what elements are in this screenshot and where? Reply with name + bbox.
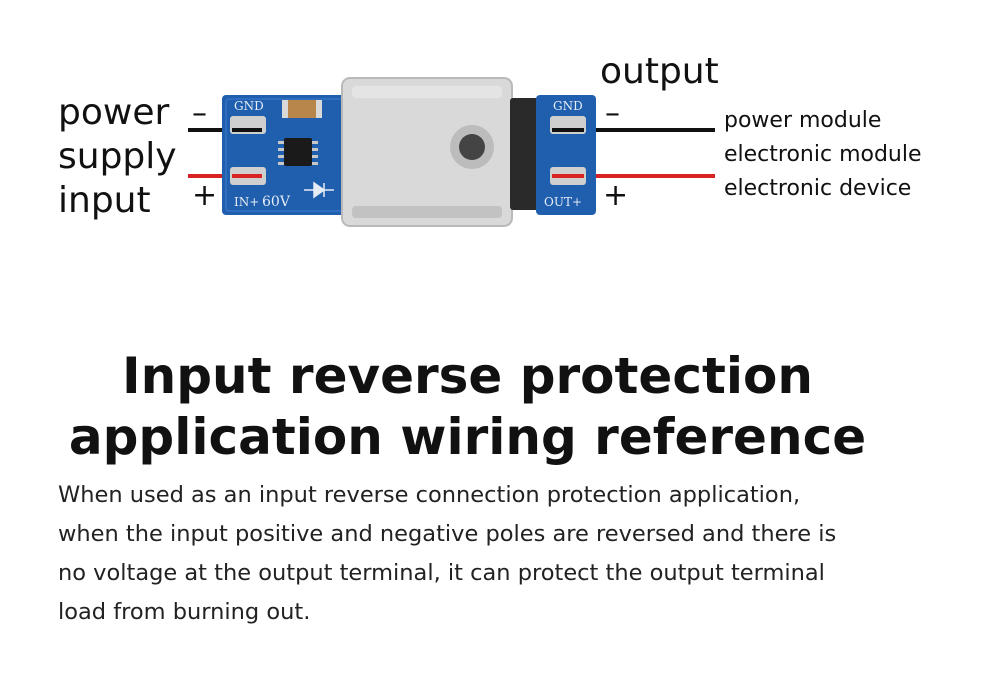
input-label: power supply input — [58, 91, 177, 223]
load-label-electronic-device: electronic device — [724, 176, 912, 201]
description-line-2: when the input positive and negative pol… — [58, 521, 837, 547]
silk-voltage: 60V — [262, 194, 291, 210]
input-label-line-3: input — [58, 180, 151, 221]
output-plus-sign: + — [603, 178, 629, 213]
silk-in-plus: IN+ — [234, 195, 259, 209]
module-illustration: GND IN+ 60V GND OUT+ — [188, 77, 715, 227]
heading-line-2: application wiring reference — [68, 408, 867, 466]
heading-line-1: Input reverse protection — [122, 347, 813, 405]
mosfet-tab — [510, 98, 540, 210]
heatsink — [342, 78, 512, 226]
input-label-line-2: supply — [58, 136, 177, 177]
load-label-electronic-module: electronic module — [724, 142, 922, 167]
silk-gnd-right: GND — [553, 99, 583, 113]
description-line-4: load from burning out. — [58, 599, 311, 625]
input-label-line-1: power — [58, 92, 170, 133]
description-line-1: When used as an input reverse connection… — [58, 482, 801, 508]
silk-out-plus: OUT+ — [544, 195, 582, 209]
smd-capacitor — [282, 100, 322, 118]
silk-gnd-left: GND — [234, 99, 264, 113]
description: When used as an input reverse connection… — [58, 476, 938, 632]
description-line-3: no voltage at the output terminal, it ca… — [58, 560, 825, 586]
input-plus-sign: + — [192, 178, 218, 213]
output-minus-sign: – — [605, 96, 620, 131]
output-label: output — [600, 51, 719, 92]
input-minus-sign: – — [192, 96, 207, 131]
ic-chip — [284, 138, 312, 166]
load-labels: power module electronic module electroni… — [724, 104, 922, 206]
diode-symbol — [304, 181, 334, 199]
load-label-power-module: power module — [724, 108, 882, 133]
